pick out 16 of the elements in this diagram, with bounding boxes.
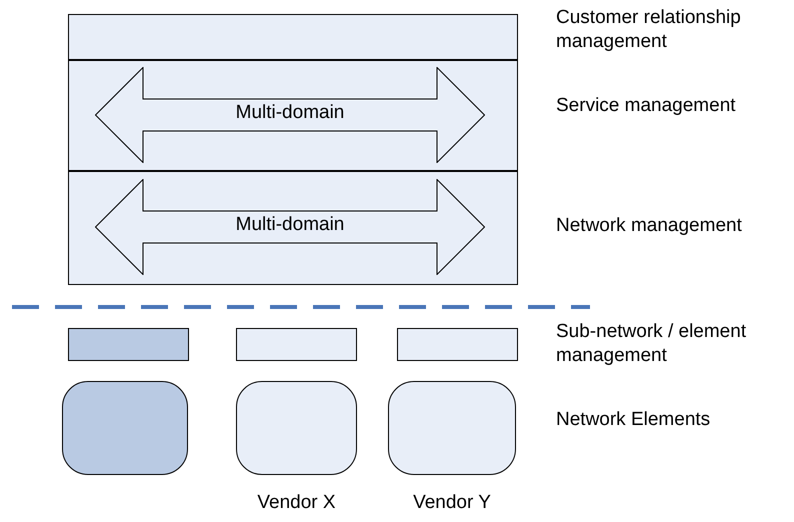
arrow-label: Multi-domain (236, 102, 344, 124)
layer-band (68, 60, 518, 171)
layer-label: Customer relationship management (556, 6, 742, 54)
layer-band (68, 171, 518, 285)
layer-band (68, 14, 518, 60)
vendor-caption: Vendor Y (412, 492, 492, 514)
arrow-label: Multi-domain (236, 214, 344, 236)
element-bar (236, 328, 357, 361)
element-bar (397, 328, 518, 361)
layer-label: Sub-network / element management (556, 320, 748, 368)
layer-label: Service management (556, 94, 737, 118)
element-bar (68, 328, 189, 361)
vendor-caption: Vendor X (256, 492, 337, 514)
rounded-box (62, 381, 188, 475)
layer-label: Network Elements (556, 408, 712, 432)
layer-label: Network management (556, 214, 743, 238)
